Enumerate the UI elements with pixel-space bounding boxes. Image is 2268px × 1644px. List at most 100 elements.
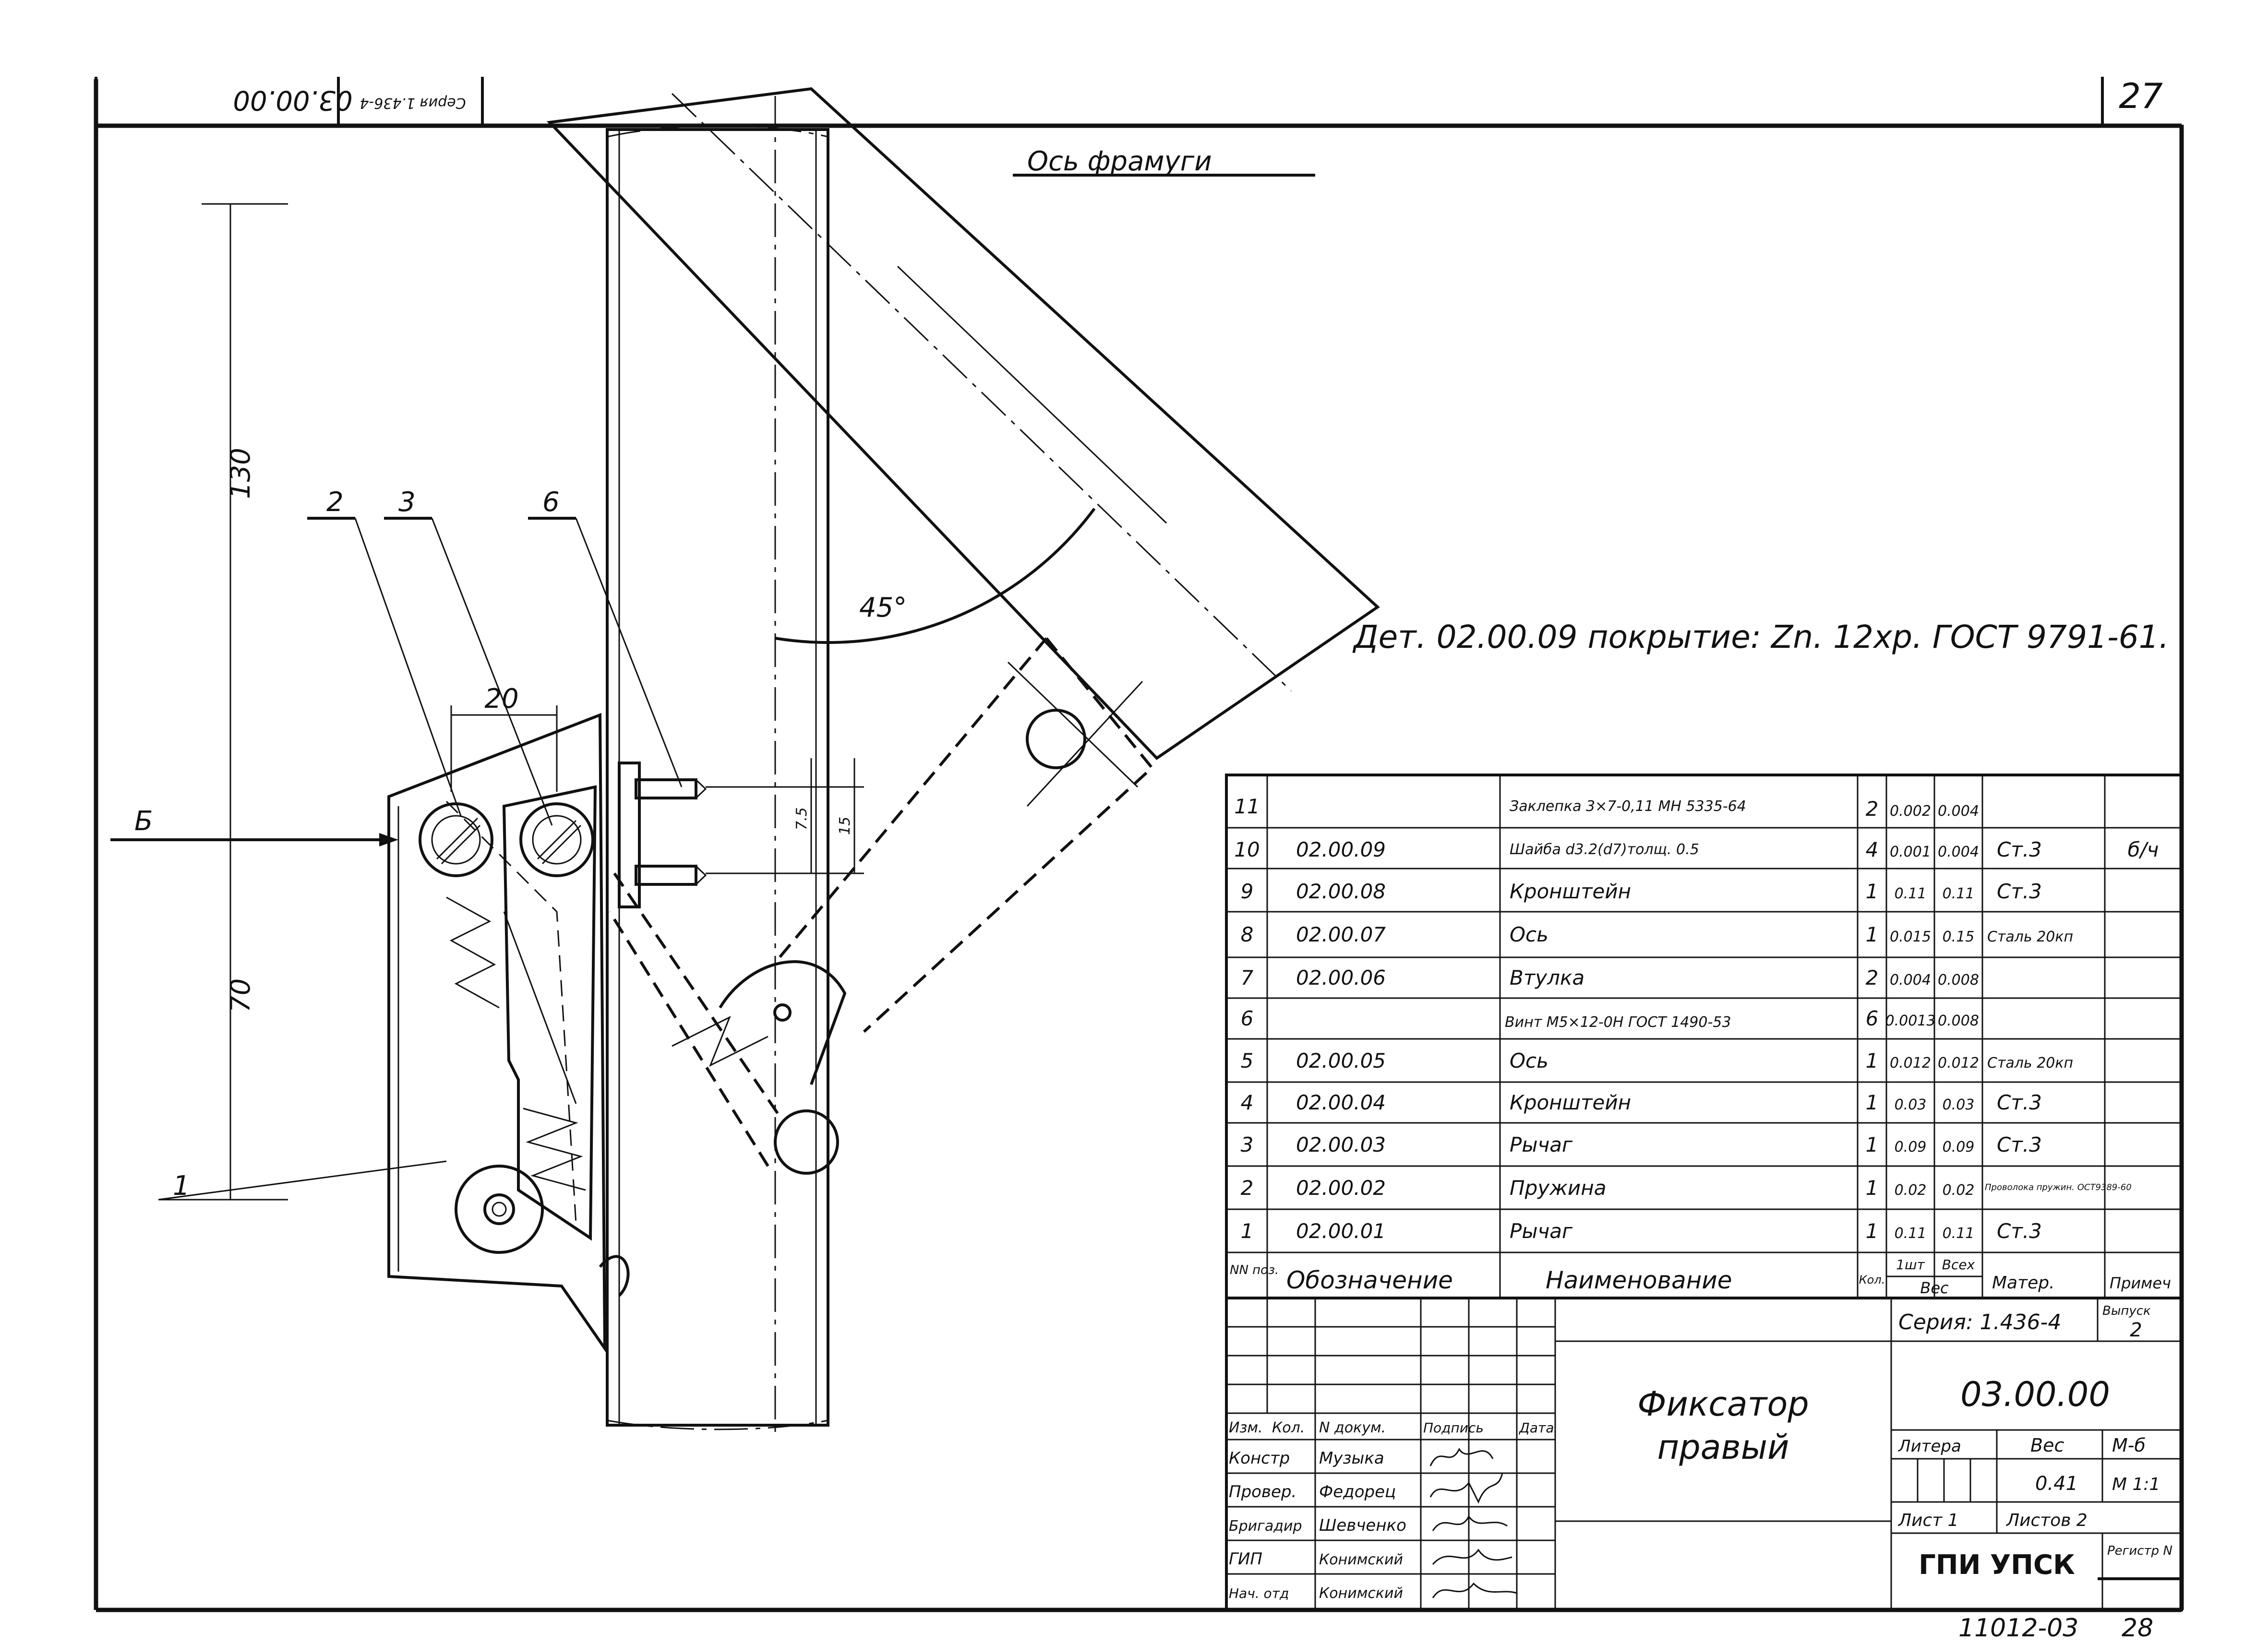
- qty-8: 1: [1866, 923, 1879, 946]
- corner-code: 03.00.00: [233, 84, 352, 116]
- sign-hdr-sign: Подпись: [1423, 1420, 1484, 1436]
- role-1: Констр: [1229, 1449, 1290, 1468]
- callout-6: 6: [542, 487, 560, 518]
- wall-10: 0.004: [1938, 844, 1979, 860]
- w1-4: 0.03: [1895, 1096, 1927, 1113]
- qty-5: 1: [1866, 1049, 1879, 1072]
- signature-3: [1432, 1515, 1508, 1531]
- dim-20: 20: [484, 683, 518, 715]
- callout-3: 3: [398, 487, 416, 518]
- w1-2: 0.02: [1895, 1182, 1927, 1199]
- pos-2: 2: [1241, 1176, 1254, 1200]
- callout-2: 2: [326, 487, 344, 518]
- hdr-w1: 1шт: [1896, 1257, 1925, 1273]
- qty-9: 1: [1866, 880, 1879, 903]
- des-9: 02.00.08: [1296, 880, 1386, 903]
- person-4: Конимский: [1319, 1551, 1403, 1568]
- sheet-label: Лист 1: [1897, 1511, 1959, 1530]
- note-10: б/ч: [2128, 838, 2159, 861]
- callout-1: 1: [173, 1170, 190, 1202]
- pos-8: 8: [1241, 923, 1254, 946]
- role-5: Нач. отд: [1229, 1585, 1289, 1601]
- hdr-material: Матер.: [1992, 1273, 2055, 1293]
- dim-15: 15: [837, 817, 853, 835]
- issue-label: Выпуск: [2102, 1304, 2151, 1318]
- w1-7: 0.004: [1890, 972, 1931, 989]
- qty-6: 6: [1866, 1007, 1879, 1030]
- transom-axis-label: Ось фрамуги: [1027, 146, 1212, 177]
- drawing-code: 03.00.00: [1960, 1375, 2110, 1414]
- sheet-number: 27: [2119, 76, 2163, 116]
- detail-note: Дет. 02.00.09 покрытие: Zn. 12хр. ГОСТ 9…: [1352, 619, 2169, 655]
- pos-9: 9: [1241, 880, 1254, 903]
- title-line-1: Фиксатор: [1637, 1384, 1809, 1424]
- name-6: Винт М5×12-0Н ГОСТ 1490-53: [1505, 1014, 1731, 1031]
- wall-9: 0.11: [1943, 885, 1975, 902]
- sign-hdr-doc: N докум.: [1319, 1419, 1386, 1436]
- person-3: Шевченко: [1319, 1516, 1406, 1535]
- weight-value: 0.41: [2035, 1473, 2078, 1495]
- pos-10: 10: [1234, 838, 1260, 861]
- w1-11: 0.002: [1890, 803, 1931, 820]
- qty-7: 2: [1866, 966, 1879, 989]
- corner-series: Серия 1.436-4: [360, 95, 466, 111]
- name-8: Ось: [1510, 923, 1548, 946]
- sign-hdr-kol: Кол.: [1272, 1419, 1305, 1436]
- hdr-qty: Кол.: [1859, 1273, 1885, 1287]
- page-index: 28: [2122, 1614, 2153, 1643]
- wall-2: 0.02: [1943, 1182, 1975, 1199]
- angle-label: 45°: [859, 592, 907, 623]
- person-2: Федорец: [1319, 1482, 1396, 1501]
- signature-5: [1432, 1582, 1517, 1598]
- mat-1: Ст.3: [1997, 1219, 2042, 1243]
- hdr-pos: NN поз.: [1230, 1263, 1279, 1277]
- sign-hdr-date: Дата: [1518, 1420, 1554, 1436]
- name-5: Ось: [1510, 1049, 1548, 1072]
- mat-4: Ст.3: [1997, 1091, 2042, 1114]
- pos-5: 5: [1241, 1049, 1254, 1072]
- hdr-designation: Обозначение: [1286, 1266, 1453, 1294]
- des-7: 02.00.06: [1296, 966, 1386, 989]
- corner-stamp: 03.00.00 Серия 1.436-4: [233, 84, 466, 116]
- name-4: Кронштейн: [1510, 1091, 1631, 1114]
- mat-10: Ст.3: [1997, 838, 2042, 861]
- pos-6: 6: [1241, 1007, 1254, 1030]
- signature-4: [1432, 1549, 1512, 1565]
- wall-6: 0.008: [1938, 1013, 1979, 1029]
- des-3: 02.00.03: [1296, 1133, 1386, 1156]
- name-7: Втулка: [1510, 966, 1584, 989]
- name-10: Шайба d3.2(d7)толщ. 0.5: [1510, 841, 1699, 858]
- litera-label: Литера: [1897, 1437, 1961, 1456]
- mat-9: Ст.3: [1997, 880, 2042, 903]
- issue-value: 2: [2130, 1319, 2142, 1341]
- des-2: 02.00.02: [1296, 1176, 1386, 1200]
- w1-5: 0.012: [1890, 1055, 1931, 1072]
- pos-11: 11: [1234, 795, 1260, 818]
- w1-1: 0.11: [1895, 1225, 1927, 1242]
- w1-3: 0.09: [1895, 1139, 1927, 1156]
- wall-7: 0.008: [1938, 972, 1979, 989]
- series: Серия: 1.436-4: [1898, 1310, 2061, 1334]
- organization: ГПИ УПСК: [1919, 1549, 2075, 1581]
- weight-label: Вес: [2030, 1435, 2064, 1456]
- hdr-name: Наименование: [1546, 1266, 1732, 1294]
- role-2: Провер.: [1229, 1482, 1296, 1501]
- role-4: ГИП: [1229, 1549, 1262, 1569]
- name-11: Заклепка 3×7-0,11 МН 5335-64: [1510, 798, 1746, 815]
- qty-3: 1: [1866, 1133, 1879, 1156]
- wall-3: 0.09: [1943, 1139, 1975, 1156]
- pos-3: 3: [1241, 1133, 1254, 1156]
- view-label: Б: [134, 806, 153, 837]
- document-number: 11012-03: [1958, 1614, 2078, 1643]
- hdr-wall: Всех: [1942, 1257, 1975, 1273]
- mat-2: Проволока пружин. ОСТ9389-60: [1985, 1182, 2132, 1192]
- des-1: 02.00.01: [1296, 1219, 1386, 1243]
- sign-hdr-izm: Изм.: [1229, 1419, 1263, 1436]
- name-3: Рычаг: [1510, 1133, 1573, 1156]
- des-10: 02.00.09: [1296, 838, 1386, 861]
- title-line-2: правый: [1657, 1428, 1789, 1467]
- signature-1: [1429, 1448, 1494, 1466]
- scale-label: М-б: [2112, 1435, 2146, 1456]
- wall-4: 0.03: [1943, 1096, 1975, 1113]
- title-block: Изм. Кол. N докум. Подпись Дата Констр М…: [1225, 1297, 2183, 1611]
